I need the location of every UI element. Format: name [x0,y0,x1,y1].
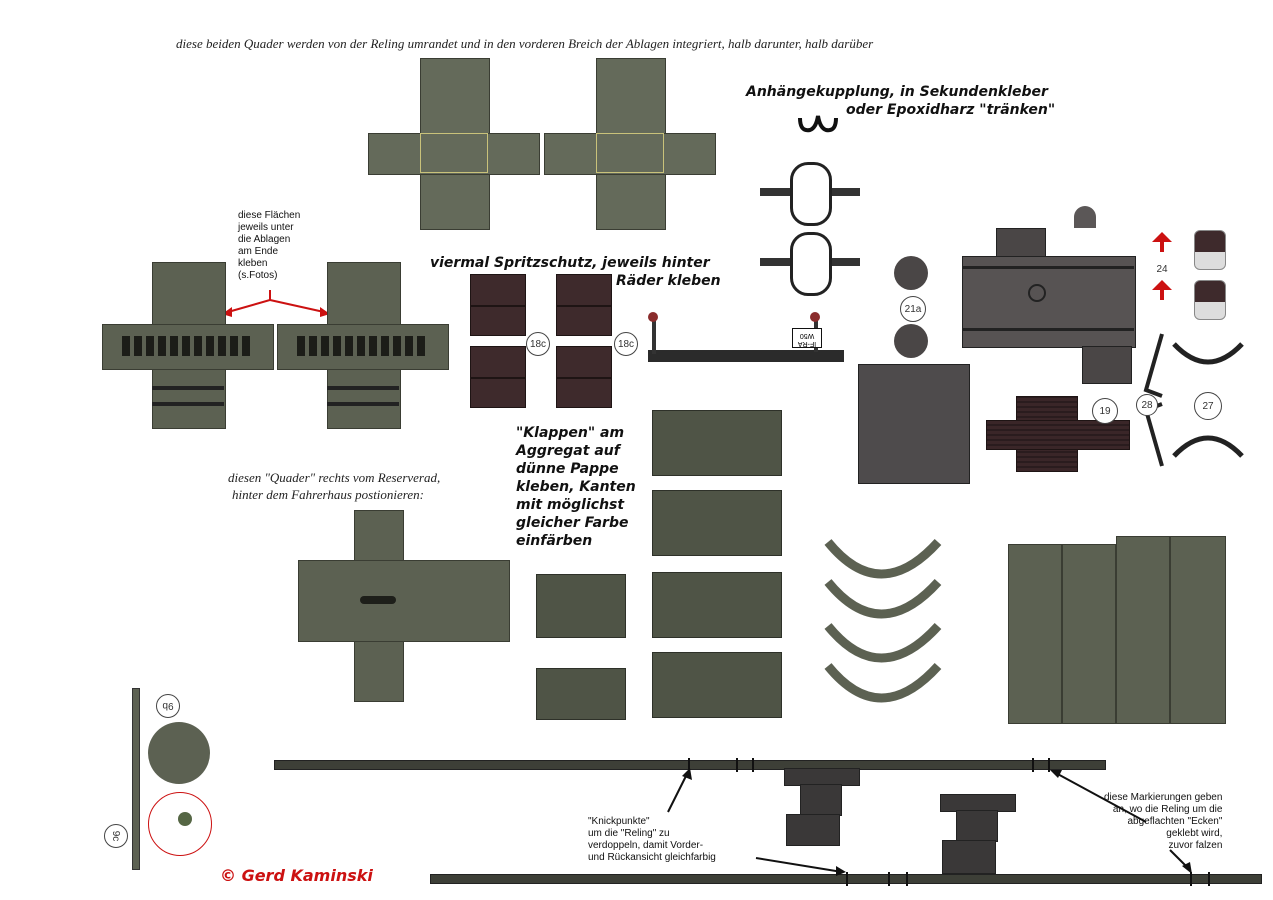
splash-guards [470,274,630,408]
rail-bracket-2 [940,794,1016,874]
part-label-24: 24 [1156,263,1168,275]
flap-2 [652,490,782,556]
flap-5 [536,574,626,638]
part-label-18c: 18c [526,332,550,356]
part-label-19: 19 [1092,398,1118,424]
coupling-note-line1: Anhängekupplung, in Sekundenkleber [746,84,1048,100]
cube-net-middle [298,510,510,702]
aggregate-net [962,228,1136,384]
plate-bar [648,350,844,362]
cube-net-top-right [544,58,716,230]
lamp-bottom [1194,280,1226,320]
cube-note-line1: diesen "Quader" rechts vom Reserverad, [228,470,441,485]
splash-note-line1: viermal Spritzschutz, jeweils hinter [430,255,710,271]
brown-cross-net [986,396,1130,472]
part-label-28: 28 [1136,394,1158,416]
disc-21a-top [894,256,928,290]
coupling-icon [798,115,838,133]
knick-note: "Knickpunkte" um die "Reling" zu verdopp… [588,816,716,863]
large-panel-set [1008,536,1226,724]
cube-net-top-left [368,58,540,230]
red-emblem-icon [1152,232,1172,300]
disc-21a-bottom [894,324,928,358]
marks-note: diese Markierungen geben an, wo die Reli… [1104,792,1223,851]
flaps-note: "Klappen" am Aggregat auf dünne Pappe kl… [516,425,636,549]
cube-note-line2: hinter dem Fahrerhaus postionieren: [232,487,424,502]
part-label-18c-2: 18c [614,332,638,356]
flap-3 [652,572,782,638]
part-label-21a: 21a [900,296,926,322]
coupling-part-2 [760,232,860,296]
face-net-right [277,262,449,429]
coupling-part-1 [760,162,860,226]
disc-9b [148,722,210,784]
coupling-note-line2: oder Epoxidharz "tränken" [846,102,1056,118]
fender-arcs [824,538,942,703]
pole [132,688,140,870]
copyright: © Gerd Kaminski [220,866,373,885]
semicircle-part [1074,206,1096,228]
part-label-27: 27 [1194,392,1222,420]
plate-left-post [652,318,656,354]
top-note: diese beiden Quader werden von der Relin… [176,36,874,51]
rail-bracket-1 [784,768,860,846]
bracket-27-icon [1172,342,1244,458]
face-net-left [102,262,274,429]
disc-9c-hub [178,812,192,826]
flap-4 [652,652,782,718]
faces-note: diese Flächen jeweils unter die Ablagen … [238,210,301,281]
flap-6 [536,668,626,720]
lamp-top [1194,230,1226,270]
splash-note-line2: Räder kleben [616,273,721,289]
grey-box [858,364,970,484]
flap-1 [652,410,782,476]
